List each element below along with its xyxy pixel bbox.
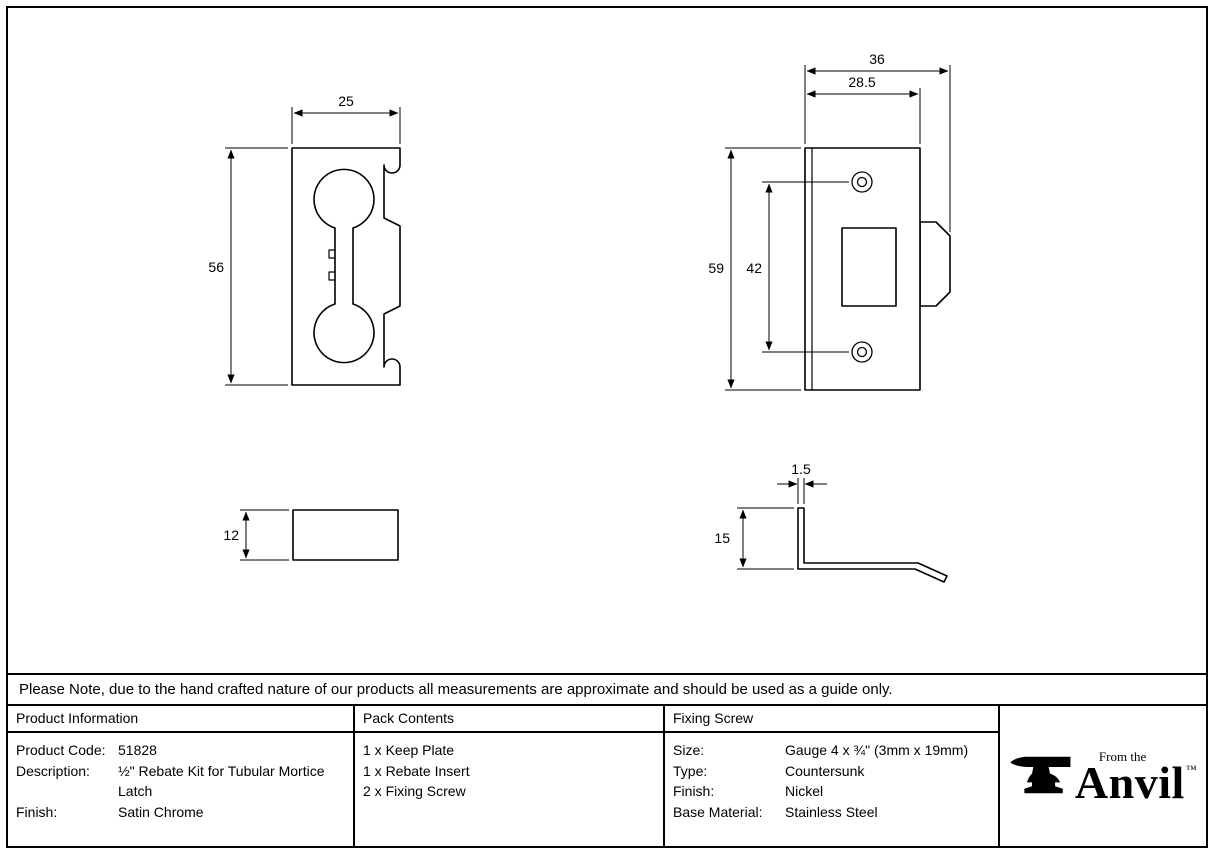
rebate-insert-front-view — [291, 147, 401, 386]
product-code-row: Product Code: 51828 — [16, 740, 345, 761]
anvil-logo: From the Anvil ™ — [1009, 748, 1198, 808]
screw-size-label: Size: — [673, 742, 705, 758]
logo-text: From the Anvil ™ — [1074, 748, 1198, 808]
logo-brand: Anvil ™ — [1074, 756, 1198, 808]
screw-type-row: Type: Countersunk — [673, 761, 990, 782]
screw-size-row: Size: Gauge 4 x ¾" (3mm x 19mm) — [673, 740, 990, 761]
product-info-header: Product Information — [8, 706, 353, 733]
finish-value: Satin Chrome — [118, 803, 204, 820]
insert-cutout — [313, 168, 375, 364]
logo-cell: From the Anvil ™ — [1000, 706, 1206, 846]
pack-item: 2 x Fixing Screw — [363, 783, 466, 799]
base-material-label: Base Material: — [673, 803, 763, 820]
dim-insert-height-label: 56 — [208, 259, 224, 275]
fixing-screw-header: Fixing Screw — [665, 706, 998, 733]
insert-detail-notches — [328, 249, 335, 281]
pack-contents-column: Pack Contents 1 x Keep Plate 1 x Rebate … — [355, 706, 665, 846]
screw-hole-top-inner — [856, 176, 868, 188]
keep-plate-side-view — [797, 507, 948, 583]
dim-insert-side-height-label: 12 — [223, 527, 239, 543]
note-bar: Please Note, due to the hand crafted nat… — [8, 673, 1206, 704]
anvil-icon — [1010, 756, 1071, 794]
spec-table: Product Information Product Code: 51828 … — [8, 704, 1206, 846]
dim-plate-height-label: 59 — [708, 260, 724, 276]
insert-side-outline — [292, 509, 399, 561]
spec-sheet: 25 56 36 28.5 59 42 — [6, 6, 1208, 848]
finish-row: Finish: Satin Chrome — [16, 802, 345, 823]
description-label: Description: — [16, 762, 90, 779]
product-info-body: Product Code: 51828 Description: ½" Reba… — [8, 733, 353, 829]
dim-plate-lip-height-label: 15 — [714, 530, 730, 546]
dim-plate-thickness-label: 1.5 — [791, 461, 811, 477]
insert-side-dimension-lines — [240, 509, 289, 561]
product-code-label: Product Code: — [16, 742, 106, 758]
base-material-value: Stainless Steel — [785, 803, 878, 820]
fixing-screw-body: Size: Gauge 4 x ¾" (3mm x 19mm) Type: Co… — [665, 733, 998, 829]
trademark-symbol: ™ — [1185, 763, 1198, 776]
logo-tagline: From the — [1098, 748, 1147, 764]
pack-item: 1 x Keep Plate — [363, 742, 455, 758]
plate-side-dimension-lines — [737, 478, 827, 570]
screw-finish-label: Finish: — [673, 783, 715, 799]
technical-drawings: 25 56 36 28.5 59 42 — [208, 51, 951, 583]
fixing-screw-column: Fixing Screw Size: Gauge 4 x ¾" (3mm x 1… — [665, 706, 1000, 846]
dim-plate-hole-spacing-label: 42 — [746, 260, 762, 276]
screw-hole-bottom-inner — [856, 346, 868, 358]
product-code-value: 51828 — [118, 742, 157, 758]
description-value: ½" Rebate Kit for Tubular Mortice Latch — [118, 762, 325, 800]
dim-plate-total-width-label: 36 — [869, 51, 885, 67]
pack-contents-body: 1 x Keep Plate 1 x Rebate Insert 2 x Fix… — [355, 733, 663, 809]
screw-finish-row: Finish: Nickel — [673, 781, 990, 802]
rebate-insert-side-view — [292, 509, 399, 561]
base-material-row: Base Material: Stainless Steel — [673, 802, 990, 823]
pack-contents-header: Pack Contents — [355, 706, 663, 733]
dim-insert-width-label: 25 — [338, 93, 354, 109]
keep-plate-latch-cutout — [841, 227, 897, 307]
description-row: Description: ½" Rebate Kit for Tubular M… — [16, 761, 345, 802]
pack-item: 1 x Rebate Insert — [363, 762, 470, 779]
keep-plate-dimension-lines — [725, 65, 951, 391]
screw-size-value: Gauge 4 x ¾" (3mm x 19mm) — [785, 742, 969, 758]
keep-plate-side-outline — [797, 507, 948, 583]
logo-brand-name: Anvil — [1074, 756, 1185, 808]
note-text: Please Note, due to the hand crafted nat… — [19, 681, 893, 698]
screw-finish-value: Nickel — [785, 783, 824, 799]
keep-plate-front-view — [804, 147, 951, 391]
screw-type-value: Countersunk — [785, 762, 865, 779]
keep-plate-tongue — [919, 221, 951, 307]
finish-label: Finish: — [16, 803, 58, 820]
product-info-column: Product Information Product Code: 51828 … — [8, 706, 355, 846]
dim-plate-width-label: 28.5 — [848, 74, 875, 90]
screw-type-label: Type: — [673, 762, 708, 779]
insert-front-dimension-lines — [225, 107, 401, 386]
